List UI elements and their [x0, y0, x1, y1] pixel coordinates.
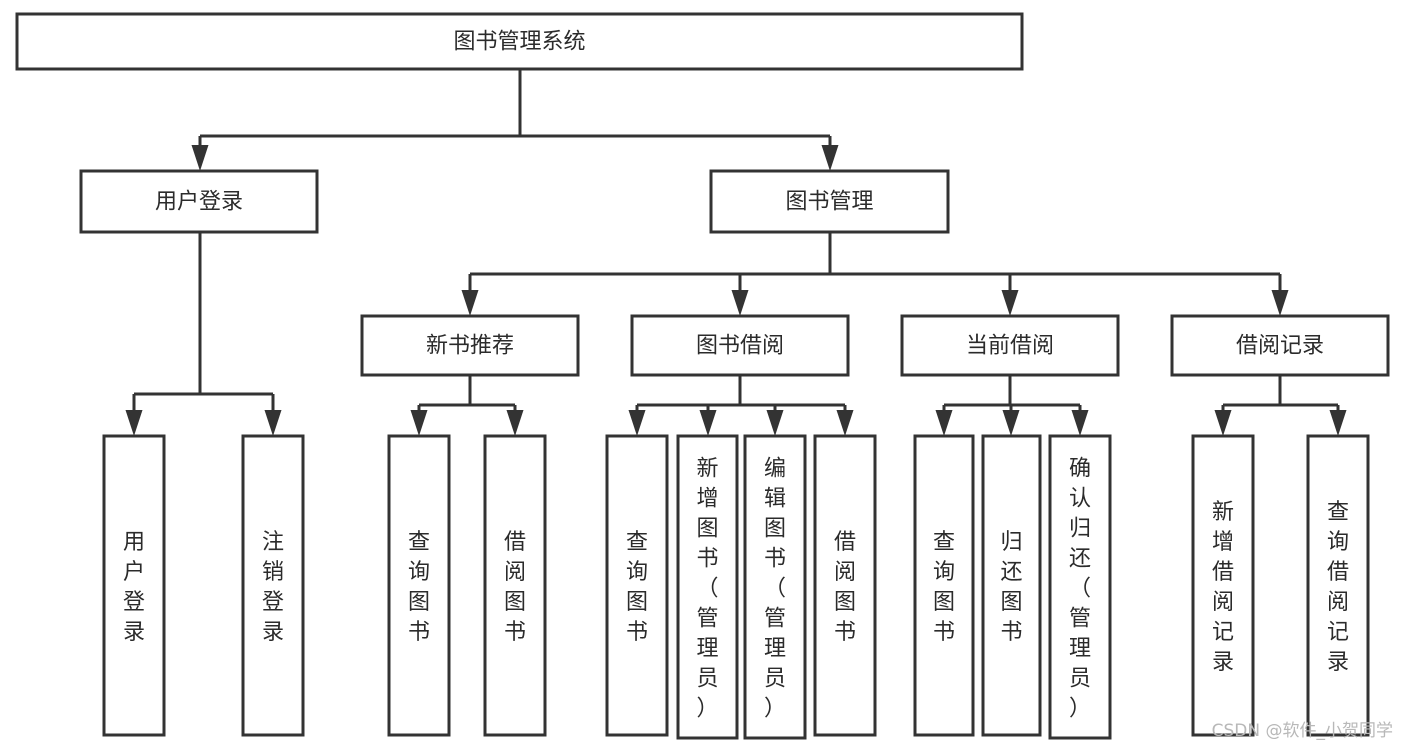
arrow-head-icon — [1271, 290, 1289, 316]
arrow-head-icon — [821, 145, 839, 171]
edge-group — [191, 69, 839, 171]
node-box[interactable] — [1048, 434, 1112, 740]
arrow-head-icon — [699, 410, 717, 436]
node-box[interactable] — [630, 314, 850, 377]
node-label: 新增图书（管理员） — [696, 456, 718, 721]
node-book-management[interactable]: 图书管理 — [709, 169, 950, 234]
node-label: 确认归还（管理员） — [1069, 456, 1091, 721]
node-box[interactable] — [981, 434, 1042, 737]
arrow-head-icon — [506, 410, 524, 436]
node-box[interactable] — [1170, 314, 1390, 377]
arrow-head-icon — [1002, 410, 1020, 436]
node-label: 新增借阅记录 — [1212, 500, 1234, 675]
node-leaf-add-borrow-record[interactable]: 新增借阅记录 — [1191, 434, 1255, 737]
node-box[interactable] — [709, 169, 950, 234]
edge-group — [125, 232, 282, 436]
arrow-head-icon — [1214, 410, 1232, 436]
arrow-head-icon — [1071, 410, 1089, 436]
node-label: 编辑图书（管理员） — [764, 456, 786, 721]
node-label: 图书借阅 — [696, 334, 784, 359]
arrow-head-icon — [836, 410, 854, 436]
arrow-head-icon — [935, 410, 953, 436]
node-label: 图书管理 — [785, 190, 873, 215]
node-label: 用户登录 — [123, 530, 145, 645]
edge-group — [1214, 375, 1347, 436]
node-leaf-borrow-book-recommend[interactable]: 借阅图书 — [483, 434, 547, 737]
node-label: 查询图书 — [408, 530, 430, 645]
node-box[interactable] — [79, 169, 319, 234]
node-label: 借阅图书 — [834, 530, 856, 645]
edge-group — [935, 375, 1089, 436]
node-label: 查询图书 — [933, 530, 955, 645]
node-box[interactable] — [1306, 434, 1370, 737]
node-box[interactable] — [1191, 434, 1255, 737]
node-leaf-query-book-borrow[interactable]: 查询图书 — [605, 434, 669, 737]
node-label: 归还图书 — [1000, 530, 1022, 645]
node-box[interactable] — [241, 434, 305, 737]
node-label: 图书管理系统 — [453, 30, 585, 55]
node-label: 查询借阅记录 — [1327, 500, 1349, 675]
node-leaf-query-book-current[interactable]: 查询图书 — [913, 434, 975, 737]
node-user-login[interactable]: 用户登录 — [79, 169, 319, 234]
edge-group — [628, 375, 854, 436]
node-leaf-add-book-admin[interactable]: 新增图书（管理员） — [676, 434, 739, 740]
arrow-head-icon — [125, 410, 143, 436]
arrow-head-icon — [191, 145, 209, 171]
node-leaf-borrow-book[interactable]: 借阅图书 — [813, 434, 877, 737]
node-leaf-return-book[interactable]: 归还图书 — [981, 434, 1042, 737]
node-new-book-recommend[interactable]: 新书推荐 — [360, 314, 580, 377]
edges-layer — [125, 69, 1347, 436]
node-root[interactable]: 图书管理系统 — [15, 12, 1024, 71]
node-leaf-edit-book-admin[interactable]: 编辑图书（管理员） — [743, 434, 807, 740]
edge-group — [410, 375, 524, 436]
node-box[interactable] — [900, 314, 1120, 377]
nodes-layer: 图书管理系统用户登录图书管理新书推荐图书借阅当前借阅借阅记录用户登录注销登录查询… — [15, 12, 1390, 740]
arrow-head-icon — [766, 410, 784, 436]
node-box[interactable] — [387, 434, 451, 737]
node-leaf-query-borrow-record[interactable]: 查询借阅记录 — [1306, 434, 1370, 737]
node-box[interactable] — [483, 434, 547, 737]
node-label: 新书推荐 — [426, 334, 514, 359]
node-label: 用户登录 — [155, 190, 243, 215]
node-book-borrow[interactable]: 图书借阅 — [630, 314, 850, 377]
node-leaf-user-login[interactable]: 用户登录 — [102, 434, 166, 737]
node-box[interactable] — [913, 434, 975, 737]
node-leaf-confirm-return-admin[interactable]: 确认归还（管理员） — [1048, 434, 1112, 740]
node-box[interactable] — [676, 434, 739, 740]
arrow-head-icon — [731, 290, 749, 316]
edge-group — [461, 232, 1289, 316]
node-label: 注销登录 — [262, 530, 284, 645]
node-leaf-logout-login[interactable]: 注销登录 — [241, 434, 305, 737]
node-label: 借阅记录 — [1236, 334, 1324, 359]
node-box[interactable] — [605, 434, 669, 737]
node-label: 借阅图书 — [504, 530, 526, 645]
arrow-head-icon — [264, 410, 282, 436]
node-box[interactable] — [743, 434, 807, 740]
node-leaf-query-book-recommend[interactable]: 查询图书 — [387, 434, 451, 737]
node-box[interactable] — [102, 434, 166, 737]
node-label: 查询图书 — [626, 530, 648, 645]
arrow-head-icon — [1329, 410, 1347, 436]
node-box[interactable] — [813, 434, 877, 737]
node-borrow-record[interactable]: 借阅记录 — [1170, 314, 1390, 377]
arrow-head-icon — [461, 290, 479, 316]
node-current-borrow[interactable]: 当前借阅 — [900, 314, 1120, 377]
arrow-head-icon — [410, 410, 428, 436]
node-box[interactable] — [15, 12, 1024, 71]
node-label: 当前借阅 — [966, 334, 1054, 359]
arrow-head-icon — [628, 410, 646, 436]
node-box[interactable] — [360, 314, 580, 377]
arrow-head-icon — [1001, 290, 1019, 316]
